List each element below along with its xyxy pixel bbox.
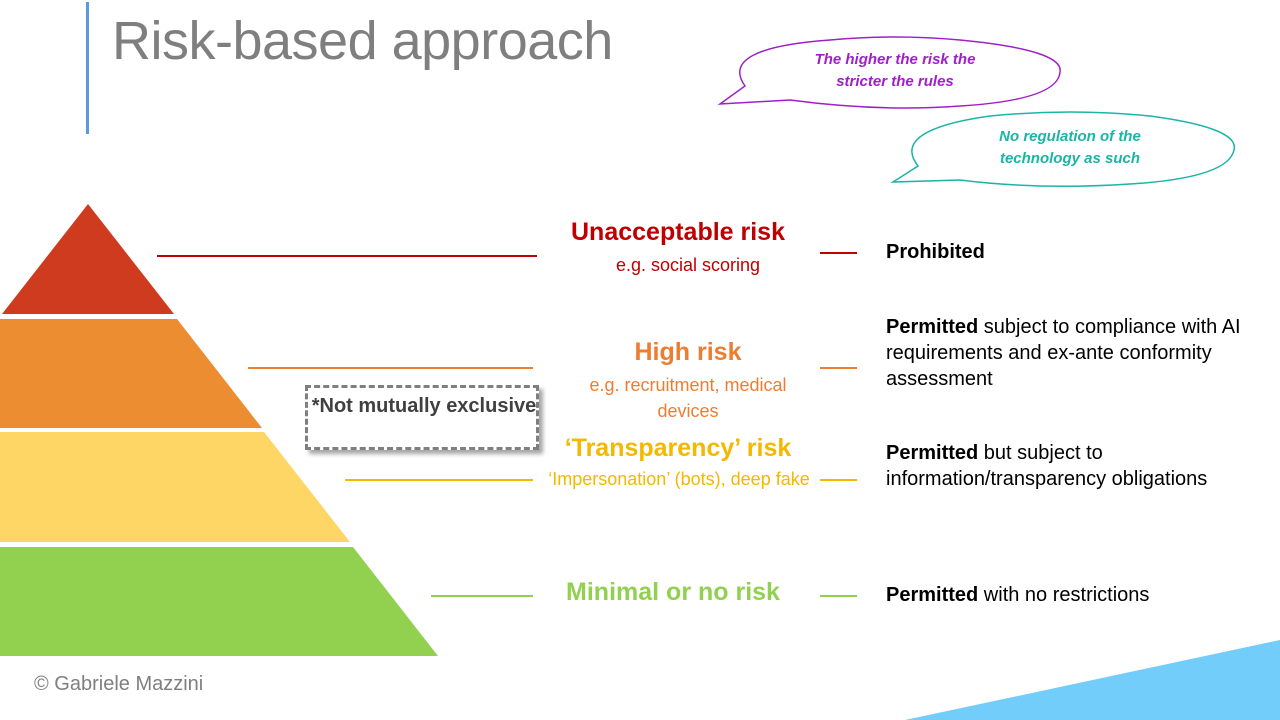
title-accent-bar	[86, 2, 89, 134]
unacceptable-risk-title: Unacceptable risk	[571, 218, 785, 246]
high-risk-example: e.g. recruitment, medical devices	[589, 375, 787, 421]
high-risk-title: High risk	[634, 338, 742, 366]
outcome-bold: Permitted	[886, 584, 979, 606]
pyramid-tier-high	[0, 319, 262, 428]
minimal-risk-title: Minimal or no risk	[566, 578, 780, 606]
outcome-rest: subject to compliance with AI requiremen…	[886, 316, 1241, 390]
bubble-technology-text: No regulation of the technology as such	[950, 126, 1190, 170]
pyramid-tier-transparency	[0, 432, 350, 542]
speech-bubble-technology	[890, 111, 1236, 187]
not-mutually-exclusive-note: *Not mutually exclusive	[311, 395, 537, 417]
transparency-risk-title: ‘Transparency’ risk	[564, 434, 792, 462]
bubble-rules-text: The higher the risk the stricter the rul…	[780, 49, 1010, 93]
speech-bubble-rules	[717, 36, 1061, 109]
bubble-technology-line1: No regulation of the	[999, 128, 1141, 145]
bubble-rules-line2: stricter the rules	[836, 73, 954, 90]
outcome-rest: with no restrictions	[978, 584, 1150, 606]
bubble-rules-line1: The higher the risk the	[814, 51, 976, 68]
transparency-risk-outcome: Permitted but subject to information/tra…	[886, 440, 1256, 492]
outcome-bold: Prohibited	[886, 241, 985, 263]
minimal-risk-outcome: Permitted with no restrictions	[886, 582, 1256, 608]
pyramid-tier-unacceptable	[2, 204, 174, 314]
pyramid-tier-minimal	[0, 547, 438, 656]
corner-decoration	[905, 640, 1280, 720]
transparency-risk-example: ‘Impersonation’ (bots), deep fake	[548, 469, 810, 489]
not-mutually-exclusive-box	[305, 385, 539, 450]
slide-title: Risk-based approach	[112, 11, 613, 71]
unacceptable-risk-example: e.g. social scoring	[615, 255, 761, 275]
unacceptable-risk-outcome: Prohibited	[886, 239, 1256, 265]
outcome-rest: but subject to information/transparency …	[886, 442, 1208, 490]
copyright-notice: © Gabriele Mazzini	[34, 673, 204, 695]
bubble-technology-line2: technology as such	[999, 150, 1141, 167]
high-risk-outcome: Permitted subject to compliance with AI …	[886, 314, 1256, 392]
outcome-bold: Permitted	[886, 316, 979, 338]
outcome-bold: Permitted	[886, 442, 979, 464]
